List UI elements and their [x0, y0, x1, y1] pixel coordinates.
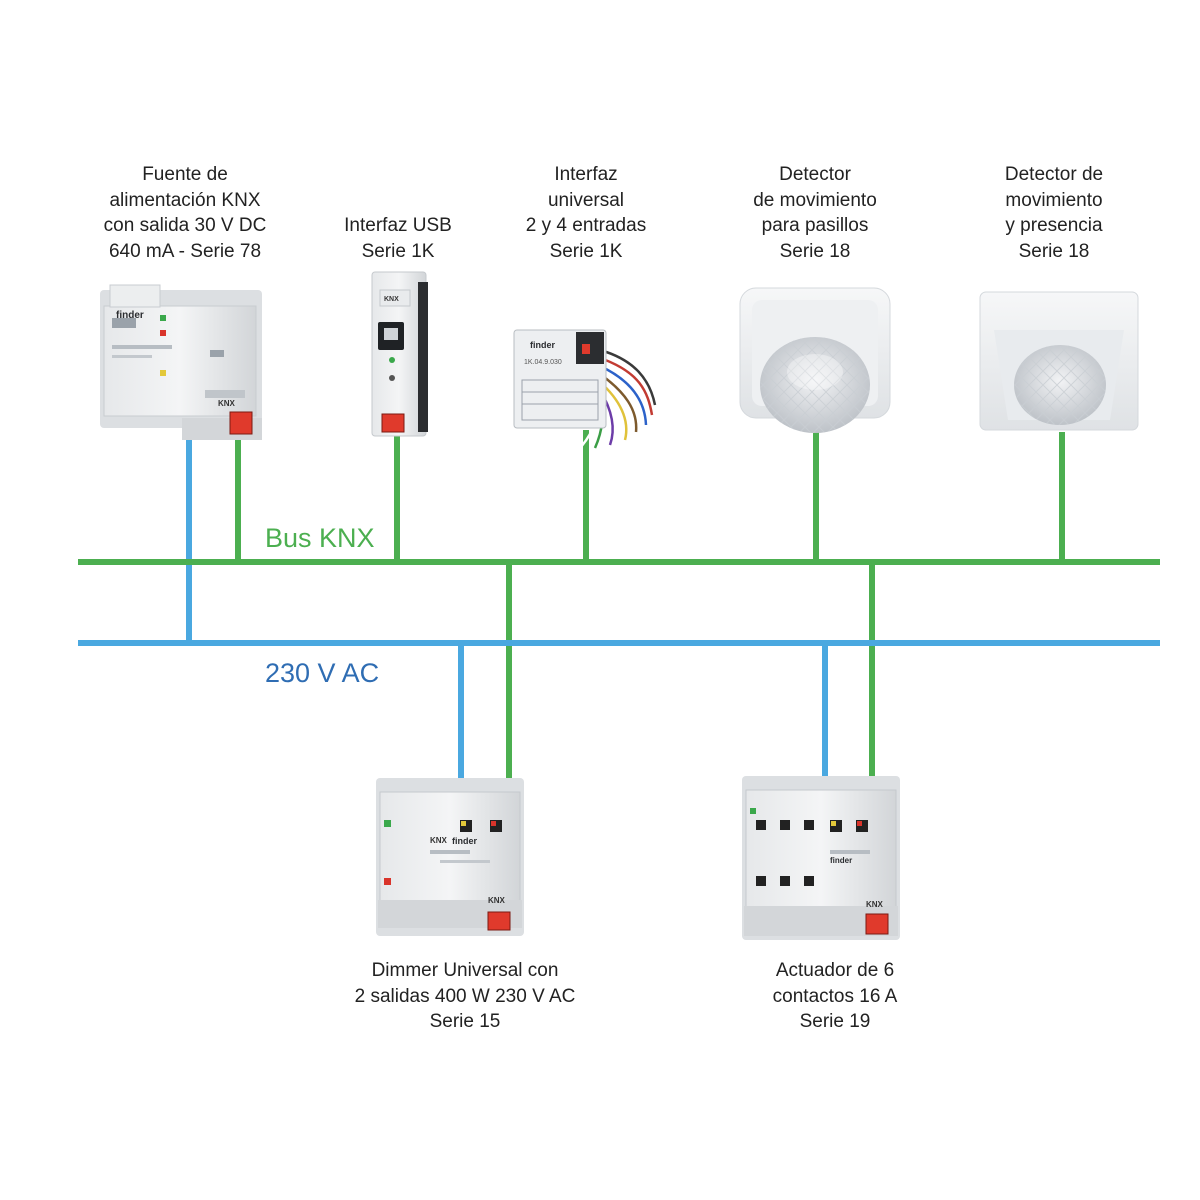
label-corridor-motion-detector: Detector de movimiento para pasillos Ser… [720, 162, 910, 264]
dimmer-brand: finder [452, 836, 478, 846]
label-line: Detector [779, 164, 851, 185]
actuator-brand: finder [830, 856, 853, 865]
usb-interface-knx-mark: KNX [384, 296, 399, 303]
label-line: Serie 1K [361, 240, 435, 262]
label-presence-detector: Detector de movimiento y presencia Serie… [964, 162, 1144, 264]
presence-detector-sensor [979, 291, 1139, 431]
label-line: Interfaz [554, 164, 618, 185]
label-line: universal [547, 189, 625, 211]
label-line: 2 salidas 400 W 230 V AC [354, 985, 576, 1007]
universal-interface-model: 1K.04.9.030 [524, 359, 562, 366]
label-line: alimentación KNX [109, 189, 261, 211]
label-line: para pasillos [761, 215, 869, 236]
label-line: Interfaz USB [344, 215, 452, 236]
switch-actuator-module [742, 776, 900, 940]
label-line: Detector de [1004, 164, 1104, 185]
label-line: y presencia [1005, 215, 1103, 236]
universal-interface-brand: finder [530, 340, 555, 350]
actuator-knx-mark: KNX [866, 900, 883, 909]
label-usb-interface: Interfaz USB Serie 1K [318, 213, 478, 264]
power-supply-knx-mark: KNX [218, 399, 235, 408]
usb-interface-module [371, 271, 428, 437]
label-line: 640 mA - Serie 78 [108, 240, 262, 262]
label-line: movimiento [1005, 189, 1103, 211]
label-line: Dimmer Universal con [371, 960, 559, 981]
dimmer-knx-mark: KNX [430, 836, 447, 845]
universal-interface-module: finder 1K.04.9.030 [513, 329, 657, 451]
label-line: Serie 19 [799, 1011, 871, 1032]
label-universal-dimmer: Dimmer Universal con 2 salidas 400 W 230… [330, 958, 600, 1035]
bus-knx-label: Bus KNX [265, 523, 375, 553]
label-line: Fuente de [142, 164, 228, 185]
label-power-supply: Fuente de alimentación KNX con salida 30… [80, 162, 290, 264]
universal-dimmer-module [376, 778, 524, 936]
label-line: 2 y 4 entradas [525, 215, 647, 236]
label-switch-actuator: Actuador de 6 contactos 16 A Serie 19 [730, 958, 940, 1035]
corridor-motion-detector-sensor [739, 287, 891, 433]
label-line: Serie 15 [429, 1011, 501, 1032]
label-universal-interface: Interfaz universal 2 y 4 entradas Serie … [496, 162, 676, 264]
label-line: con salida 30 V DC [103, 215, 267, 236]
label-line: de movimiento [753, 189, 877, 211]
bus-ac-label: 230 V AC [265, 658, 380, 688]
power-supply-module [100, 284, 262, 440]
label-line: contactos 16 A [772, 985, 898, 1007]
label-line: Serie 18 [779, 240, 851, 262]
label-line: Actuador de 6 [775, 960, 895, 981]
dimmer-knx-mark-bottom: KNX [488, 896, 505, 905]
label-line: Serie 18 [1018, 240, 1090, 262]
power-supply-brand: finder [116, 310, 144, 321]
label-line: Serie 1K [549, 240, 623, 262]
